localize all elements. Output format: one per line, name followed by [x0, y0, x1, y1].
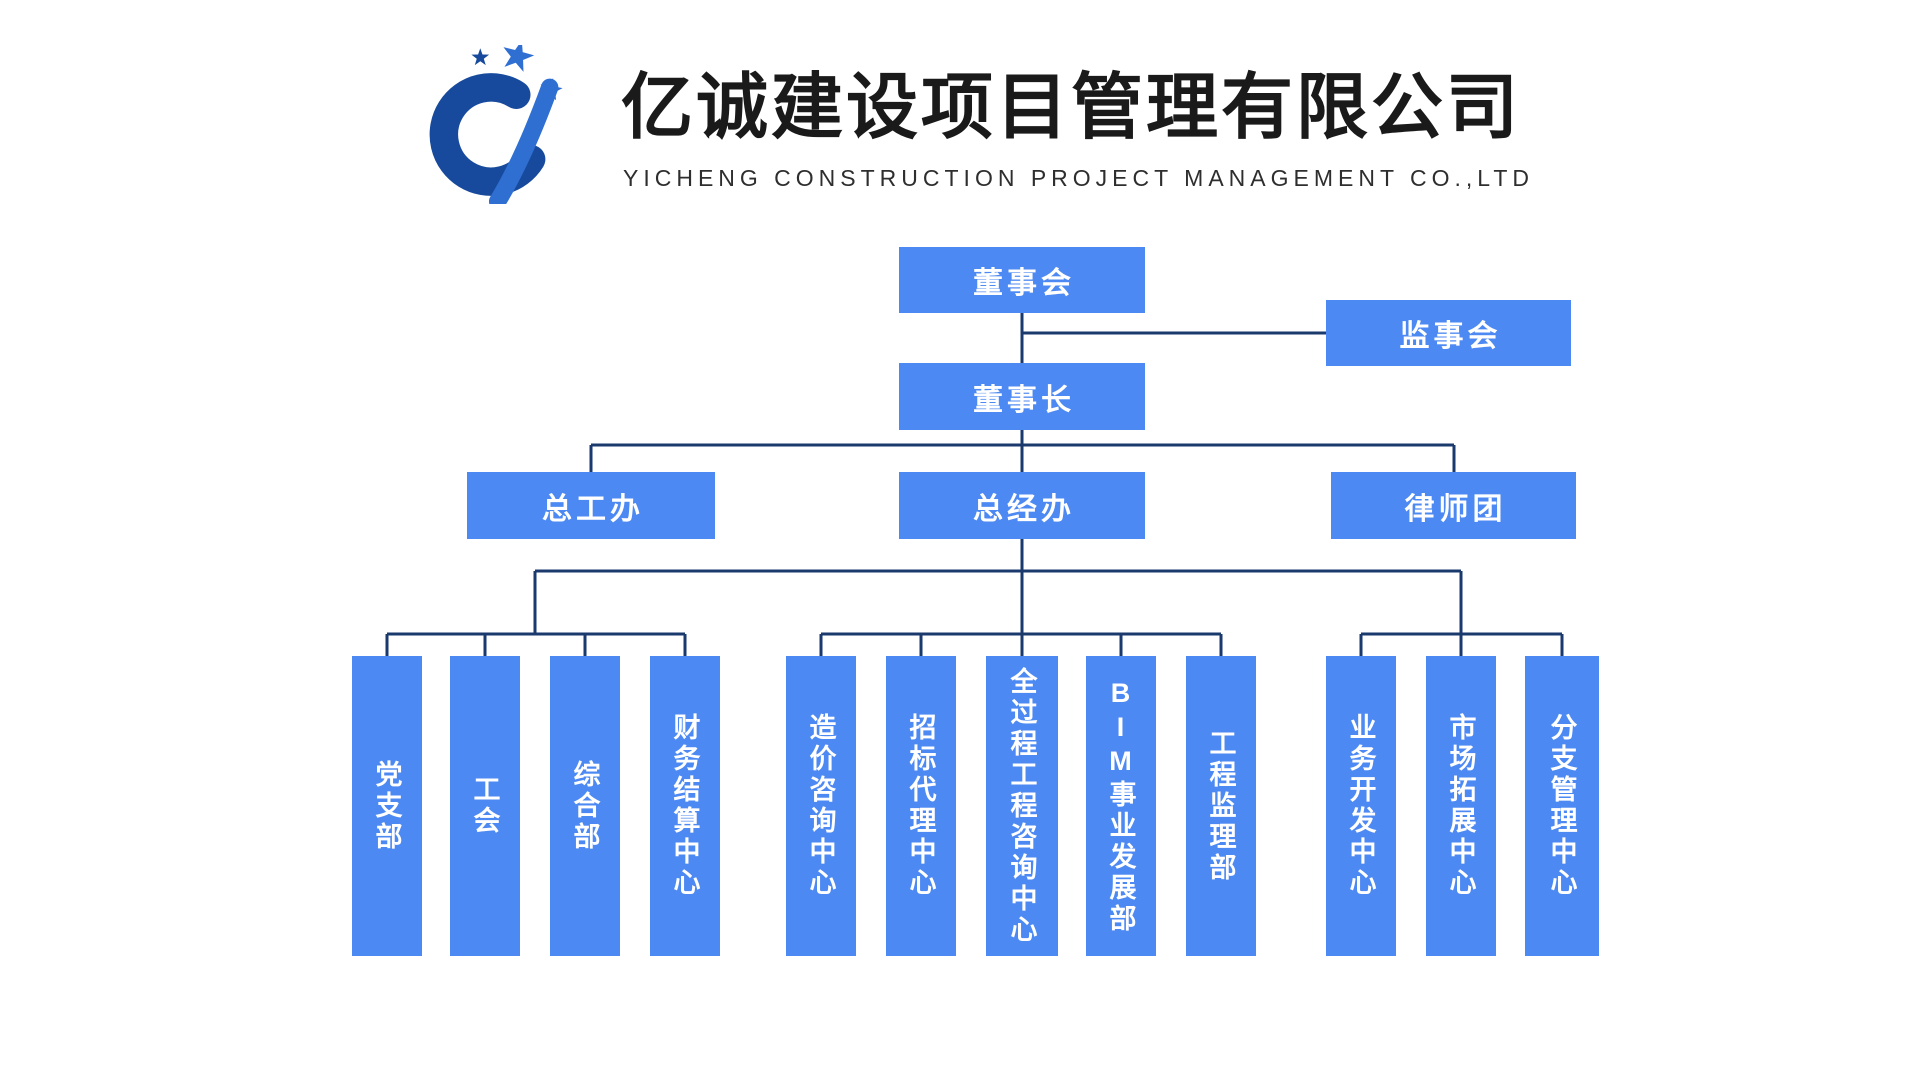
- org-node-business-development-center: 业务开发中心: [1326, 656, 1396, 956]
- org-node-cost-consulting-center: 造价咨询中心: [786, 656, 856, 956]
- company-logo: [429, 45, 563, 204]
- org-node-party-branch: 党支部: [352, 656, 422, 956]
- org-node-whole-process-consulting-center: 全过程工程咨询中心: [986, 656, 1058, 956]
- org-node-bim-business-development-dept: BIM事业发展部: [1086, 656, 1156, 956]
- org-node-lawyer-team: 律师团: [1331, 472, 1576, 539]
- org-node-branch-management-center: 分支管理中心: [1525, 656, 1599, 956]
- logo-star-icon: [471, 48, 490, 66]
- org-node-board: 董事会: [899, 247, 1145, 313]
- org-node-project-supervision-dept: 工程监理部: [1186, 656, 1256, 956]
- org-node-labor-union: 工会: [450, 656, 520, 956]
- org-node-finance-settlement-center: 财务结算中心: [650, 656, 720, 956]
- org-node-chairman: 董事长: [899, 363, 1145, 430]
- company-name-zh: 亿诚建设项目管理有限公司: [621, 68, 1522, 148]
- org-node-chief-engineer-office: 总工办: [467, 472, 715, 539]
- logo-star-icon: [540, 78, 563, 101]
- org-node-general-department: 综合部: [550, 656, 620, 956]
- org-node-market-expansion-center: 市场拓展中心: [1426, 656, 1496, 956]
- company-name-en: YICHENG CONSTRUCTION PROJECT MANAGEMENT …: [623, 165, 1534, 191]
- org-node-general-manager-office: 总经办: [899, 472, 1145, 539]
- org-node-bidding-agency-center: 招标代理中心: [886, 656, 956, 956]
- org-node-supervisory-board: 监事会: [1326, 300, 1571, 366]
- logo-star-icon: [503, 45, 535, 72]
